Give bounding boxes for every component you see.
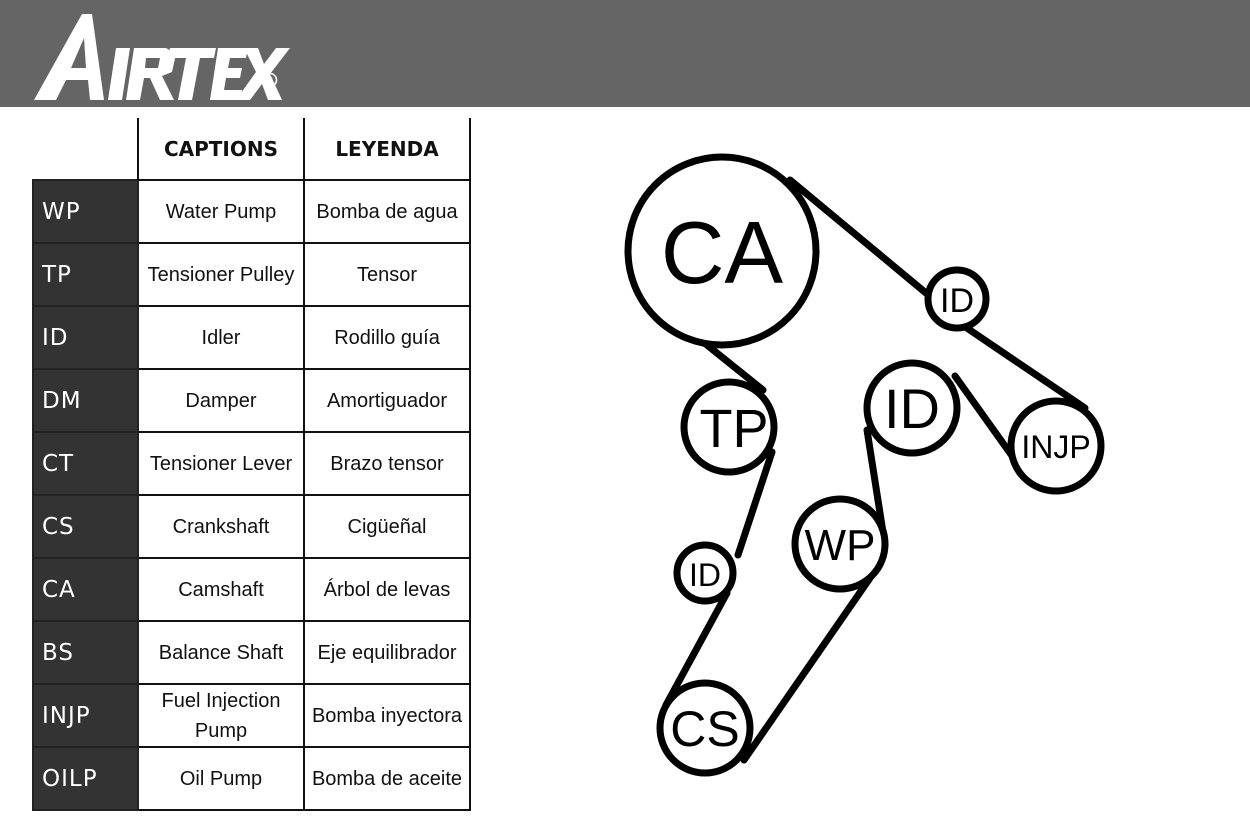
pulley-cs-label: CS <box>670 701 739 757</box>
belt-segment <box>662 589 731 709</box>
pulley-injp-label: INJP <box>1021 429 1090 465</box>
row-code: OILP <box>32 746 139 811</box>
row-leyenda: Cigüeñal <box>303 494 471 559</box>
row-caption: Crankshaft <box>137 494 305 559</box>
row-caption: Fuel Injection Pump <box>137 683 305 748</box>
row-leyenda: Bomba de aceite <box>303 746 471 811</box>
pulley-id-top-label: ID <box>940 282 974 320</box>
header-blank <box>33 118 139 180</box>
row-caption: Idler <box>137 305 305 370</box>
pulley-ca-circle <box>624 153 820 349</box>
table-header-row: CAPTIONS LEYENDA <box>33 118 471 181</box>
belt-segment <box>951 372 1019 464</box>
pulley-cs-circle <box>656 679 754 777</box>
pulley-wp-circle <box>791 495 889 593</box>
header-captions: CAPTIONS <box>137 118 305 181</box>
row-caption: Camshaft <box>137 557 305 622</box>
pulley-tp-circle <box>680 378 778 476</box>
pulley-id-mid-circle <box>863 359 961 457</box>
row-code: INJP <box>32 683 139 748</box>
row-code: WP <box>32 179 139 244</box>
row-code: CA <box>32 557 139 622</box>
pulley-wp-label: WP <box>805 521 876 570</box>
belt-segment <box>786 176 936 302</box>
row-code: CS <box>32 494 139 559</box>
row-leyenda: Rodillo guía <box>303 305 471 370</box>
row-leyenda: Amortiguador <box>303 368 471 433</box>
belt-segment <box>734 448 776 559</box>
pulley-ca-label: CA <box>661 203 784 302</box>
row-caption: Oil Pump <box>137 746 305 811</box>
pulley-id-mid-label: ID <box>884 377 940 440</box>
row-code: BS <box>32 620 139 685</box>
row-code: CT <box>32 431 139 496</box>
row-code: ID <box>32 305 139 370</box>
row-caption: Damper <box>137 368 305 433</box>
row-leyenda: Brazo tensor <box>303 431 471 496</box>
row-caption: Tensioner Lever <box>137 431 305 496</box>
pulley-id-top-circle <box>924 266 990 332</box>
row-leyenda: Bomba de agua <box>303 179 471 244</box>
airtex-logo <box>34 14 290 100</box>
svg-text:R: R <box>267 77 274 87</box>
row-code: TP <box>32 242 139 307</box>
row-leyenda: Eje equilibrador <box>303 620 471 685</box>
row-caption: Tensioner Pulley <box>137 242 305 307</box>
belt-segment <box>740 574 874 764</box>
row-code: DM <box>32 368 139 433</box>
row-caption: Balance Shaft <box>137 620 305 685</box>
belt-segment <box>951 316 1089 412</box>
header-bar: R <box>0 0 1250 107</box>
registered-mark: R <box>262 72 278 88</box>
header-leyenda: LEYENDA <box>303 118 471 181</box>
pulley-id-low-circle <box>673 541 737 605</box>
pulley-injp-circle <box>1007 397 1105 495</box>
pulley-id-low-label: ID <box>689 557 721 593</box>
pulley-tp-label: TP <box>699 399 768 459</box>
belt-diagram: CA ID ID INJP TP WP ID CS <box>624 153 1105 777</box>
row-leyenda: Árbol de levas <box>303 557 471 622</box>
row-leyenda: Bomba inyectora <box>303 683 471 748</box>
row-leyenda: Tensor <box>303 242 471 307</box>
row-caption: Water Pump <box>137 179 305 244</box>
